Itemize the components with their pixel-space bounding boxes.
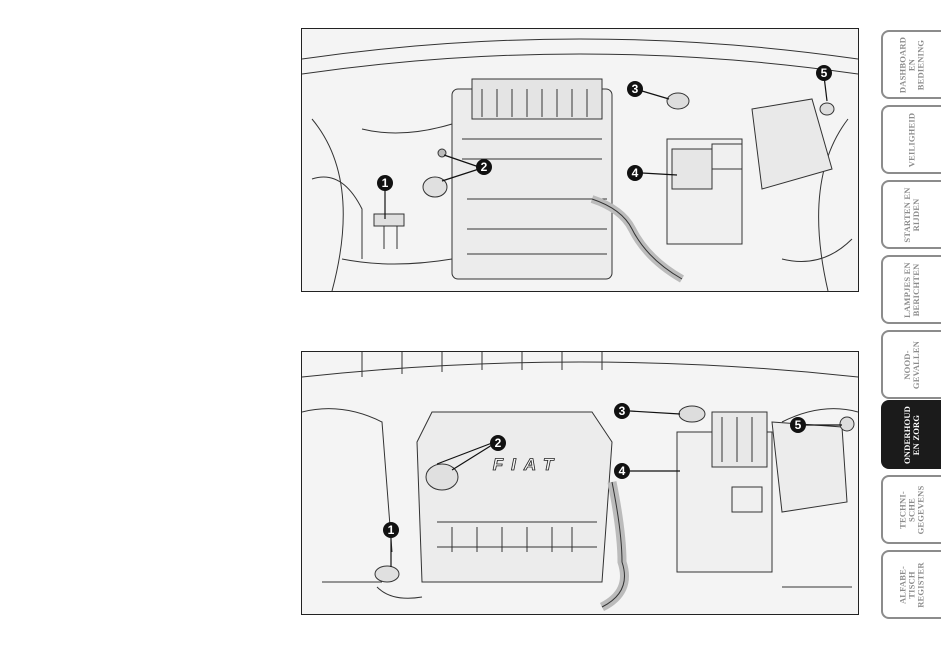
tab-starten-en-rijden[interactable]: STARTEN EN RIJDEN <box>881 180 941 249</box>
engine-bay-figure-2: FIAT 1 2 3 4 <box>301 351 859 615</box>
tab-label: DASHBOARD EN BEDIENING <box>899 33 926 97</box>
tab-lampjes-en-berichten[interactable]: LAMPJES EN BERICHTEN <box>881 255 941 324</box>
engine-bay-figure-1: 1 2 3 4 5 <box>301 28 859 292</box>
svg-text:4: 4 <box>619 464 626 478</box>
tab-alfabetisch-register[interactable]: ALFABE- TISCH REGISTER <box>881 550 941 619</box>
svg-text:3: 3 <box>632 82 639 96</box>
tab-label: NOOD- GEVALLEN <box>903 333 921 397</box>
callout-5: 5 <box>790 417 806 433</box>
svg-text:5: 5 <box>795 418 802 432</box>
tab-label: LAMPJES EN BERICHTEN <box>903 258 921 322</box>
callout-4: 4 <box>627 165 643 181</box>
engine-bay-drawing-1: 1 2 3 4 5 <box>302 29 858 291</box>
callout-2: 2 <box>490 435 506 451</box>
svg-text:5: 5 <box>821 66 828 80</box>
svg-text:2: 2 <box>495 436 502 450</box>
callout-2: 2 <box>476 159 492 175</box>
tab-label: VEILIGHEID <box>908 108 917 172</box>
svg-text:4: 4 <box>632 166 639 180</box>
tab-label: ONDERHOUD EN ZORG <box>903 403 921 467</box>
fiat-logo: FIAT <box>493 455 562 474</box>
svg-text:2: 2 <box>481 160 488 174</box>
tab-veiligheid[interactable]: VEILIGHEID <box>881 105 941 174</box>
tab-noodgevallen[interactable]: NOOD- GEVALLEN <box>881 330 941 399</box>
callout-3: 3 <box>627 81 643 97</box>
tab-label: TECHNI- SCHE GEGEVENS <box>899 478 926 542</box>
tab-label: ALFABE- TISCH REGISTER <box>899 553 926 617</box>
tab-onderhoud-en-zorg[interactable]: ONDERHOUD EN ZORG <box>881 400 941 469</box>
callout-1: 1 <box>377 175 393 191</box>
svg-text:3: 3 <box>619 404 626 418</box>
tab-dashboard-en-bediening[interactable]: DASHBOARD EN BEDIENING <box>881 30 941 99</box>
callout-5: 5 <box>816 65 832 81</box>
callout-1: 1 <box>383 522 399 538</box>
callout-4: 4 <box>614 463 630 479</box>
svg-text:1: 1 <box>382 176 389 190</box>
engine-bay-drawing-2: FIAT 1 2 3 4 <box>302 352 858 614</box>
svg-text:1: 1 <box>388 523 395 537</box>
callout-3: 3 <box>614 403 630 419</box>
tab-technische-gegevens[interactable]: TECHNI- SCHE GEGEVENS <box>881 475 941 544</box>
tab-label: STARTEN EN RIJDEN <box>903 183 921 247</box>
